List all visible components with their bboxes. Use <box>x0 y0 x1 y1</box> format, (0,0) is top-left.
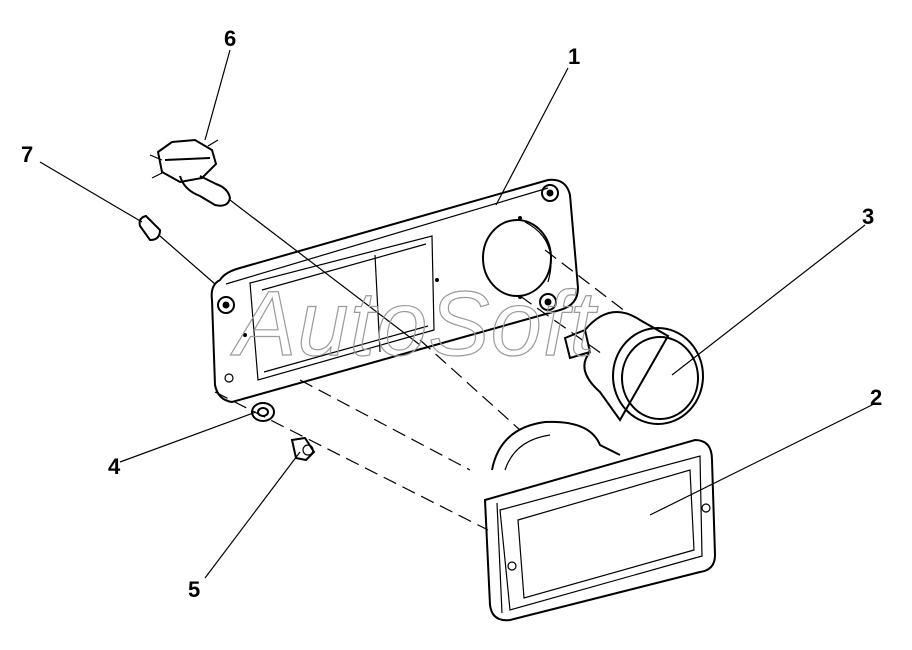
leader-lines <box>39 49 877 579</box>
callout-5: 5 <box>188 577 200 602</box>
screw <box>290 436 316 462</box>
callout-1: 1 <box>568 44 580 69</box>
small-bulb <box>138 214 216 285</box>
callout-7: 7 <box>21 142 33 167</box>
side-lamp <box>563 311 704 425</box>
bulb <box>149 138 232 207</box>
headlamp <box>483 420 717 622</box>
callout-3: 3 <box>862 204 874 229</box>
washer <box>251 402 275 422</box>
callout-6: 6 <box>224 26 236 51</box>
mounting-panel <box>210 178 580 404</box>
callout-2: 2 <box>870 385 882 410</box>
callout-4: 4 <box>108 454 121 479</box>
alignment-lines <box>214 199 631 531</box>
watermark-text: AutoSoft <box>230 273 598 375</box>
